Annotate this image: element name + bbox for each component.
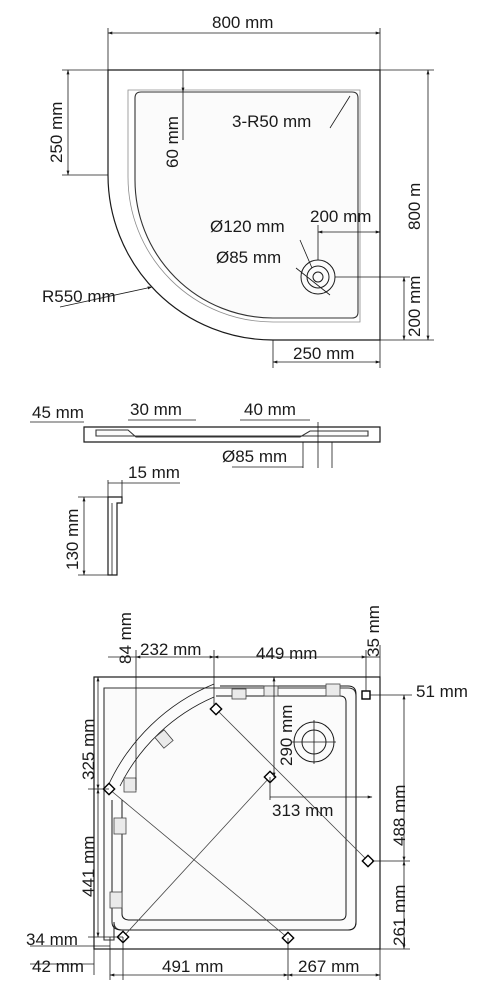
dim-267-label: 267 mm <box>298 957 359 976</box>
drain-outer-label: Ø120 mm <box>210 217 285 236</box>
top-height-label: 800 m <box>405 183 424 230</box>
dim-232-label: 232 mm <box>140 640 201 659</box>
dim-325-label: 325 mm <box>79 719 98 780</box>
drain-inner-label: Ø85 mm <box>216 248 281 267</box>
profile-thickness-label: 15 mm <box>128 463 180 482</box>
bottom-straight-label: 250 mm <box>293 344 354 363</box>
drain-from-right-label: 200 mm <box>310 207 371 226</box>
dim-84-label: 84 mm <box>116 612 135 664</box>
dim-261-label: 261 mm <box>390 885 409 946</box>
profile-depth-label: 130 mm <box>63 509 82 570</box>
left-straight-label: 250 mm <box>47 102 66 163</box>
dim-313-label: 313 mm <box>272 801 333 820</box>
dim-42-label: 42 mm <box>32 957 84 976</box>
side-view: 45 mm 30 mm 40 mm Ø85 mm <box>30 400 381 468</box>
dim-35-label: 35 mm <box>364 605 383 657</box>
dim-441-label: 441 mm <box>79 836 98 897</box>
dim-51-label: 51 mm <box>416 682 468 701</box>
border-label: 60 mm <box>163 116 182 168</box>
bottom-view: 84 mm 232 mm 449 mm 35 mm 51 mm 325 mm 2… <box>26 605 468 980</box>
side-slope-label: 40 mm <box>244 400 296 419</box>
dim-491-label: 491 mm <box>162 957 223 976</box>
drain-from-bottom-label: 200 mm <box>405 276 424 337</box>
top-view: 800 mm 800 m 250 mm 60 mm 3-R50 mm Ø120 … <box>42 13 434 368</box>
arc-radius-label: R550 mm <box>42 287 116 306</box>
side-drain-label: Ø85 mm <box>222 447 287 466</box>
dim-34-label: 34 mm <box>26 930 78 949</box>
profile-view: 15 mm 130 mm <box>63 463 180 576</box>
side-height-label: 45 mm <box>32 403 84 422</box>
dim-488-label: 488 mm <box>390 785 409 846</box>
corner-radius-label: 3-R50 mm <box>232 112 311 131</box>
top-width-label: 800 mm <box>212 13 273 32</box>
dim-449-label: 449 mm <box>256 644 317 663</box>
dim-290-label: 290 mm <box>277 705 296 766</box>
side-rim-label: 30 mm <box>130 400 182 419</box>
